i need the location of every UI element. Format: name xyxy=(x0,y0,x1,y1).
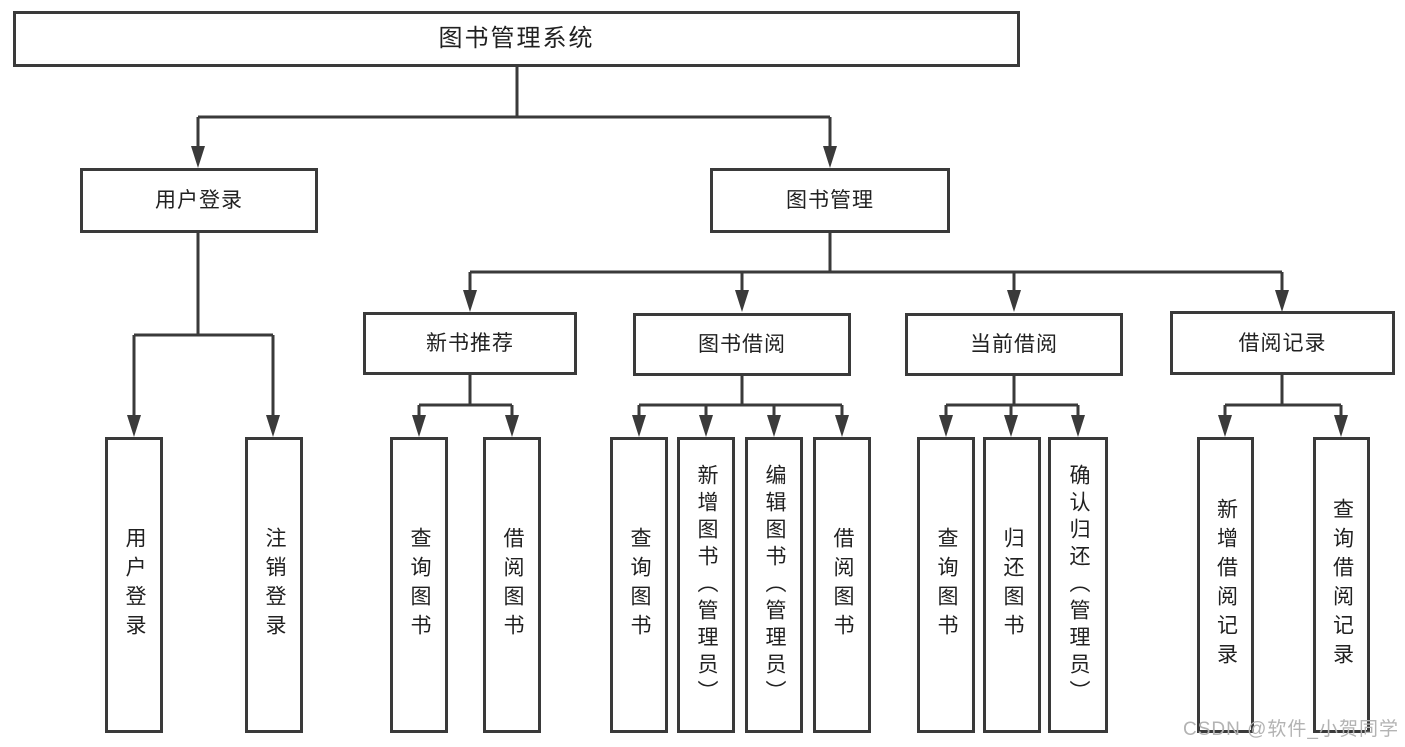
leaf-borrow-add-books-admin-label: 新增图书（管理员） xyxy=(695,463,719,707)
node-current-borrow: 当前借阅 xyxy=(905,313,1123,376)
node-borrow-records: 借阅记录 xyxy=(1170,311,1395,375)
leaf-current-return-books-label: 归还图书 xyxy=(1001,527,1025,643)
node-book-management: 图书管理 xyxy=(710,168,950,233)
node-user-login: 用户登录 xyxy=(80,168,318,233)
leaf-borrow-query-books-label: 查询图书 xyxy=(628,527,652,643)
leaf-borrow-borrow-books-label: 借阅图书 xyxy=(831,527,855,643)
leaf-recommend-borrow-books: 借阅图书 xyxy=(483,437,541,733)
leaf-current-confirm-return-admin: 确认归还（管理员） xyxy=(1048,437,1108,733)
leaf-borrow-add-books-admin: 新增图书（管理员） xyxy=(677,437,735,733)
node-book-management-label: 图书管理 xyxy=(786,189,874,212)
node-borrow-records-label: 借阅记录 xyxy=(1238,331,1327,355)
leaf-recommend-borrow-books-label: 借阅图书 xyxy=(501,527,525,643)
leaf-current-query-books: 查询图书 xyxy=(917,437,975,733)
connector-lines xyxy=(132,67,1343,421)
node-new-book-recommend: 新书推荐 xyxy=(363,312,577,375)
node-new-book-recommend-label: 新书推荐 xyxy=(426,332,514,355)
leaf-logout-login-label: 注销登录 xyxy=(263,527,287,643)
leaf-recommend-query-books: 查询图书 xyxy=(390,437,448,733)
node-book-borrow: 图书借阅 xyxy=(633,313,851,376)
leaf-borrow-query-books: 查询图书 xyxy=(610,437,668,733)
leaf-records-query-record: 查询借阅记录 xyxy=(1313,437,1370,733)
leaf-records-add-record-label: 新增借阅记录 xyxy=(1214,498,1238,672)
node-root-label: 图书管理系统 xyxy=(438,25,595,52)
leaf-logout-login: 注销登录 xyxy=(245,437,303,733)
leaf-records-query-record-label: 查询借阅记录 xyxy=(1330,498,1354,672)
arrowheads xyxy=(127,146,1348,437)
leaf-borrow-edit-books-admin-label: 编辑图书（管理员） xyxy=(763,463,787,707)
node-book-borrow-label: 图书借阅 xyxy=(698,333,786,356)
leaf-user-login-label: 用户登录 xyxy=(123,527,147,643)
leaf-user-login: 用户登录 xyxy=(105,437,163,733)
leaf-recommend-query-books-label: 查询图书 xyxy=(408,527,432,643)
leaf-borrow-edit-books-admin: 编辑图书（管理员） xyxy=(745,437,803,733)
leaf-current-return-books: 归还图书 xyxy=(983,437,1041,733)
watermark: CSDN @软件_小贺同学 xyxy=(1183,719,1399,740)
node-current-borrow-label: 当前借阅 xyxy=(970,333,1058,356)
leaf-current-query-books-label: 查询图书 xyxy=(935,527,959,643)
node-user-login-label: 用户登录 xyxy=(155,189,243,212)
leaf-records-add-record: 新增借阅记录 xyxy=(1197,437,1254,733)
leaf-current-confirm-return-admin-label: 确认归还（管理员） xyxy=(1067,463,1091,707)
node-root: 图书管理系统 xyxy=(13,11,1020,67)
leaf-borrow-borrow-books: 借阅图书 xyxy=(813,437,871,733)
